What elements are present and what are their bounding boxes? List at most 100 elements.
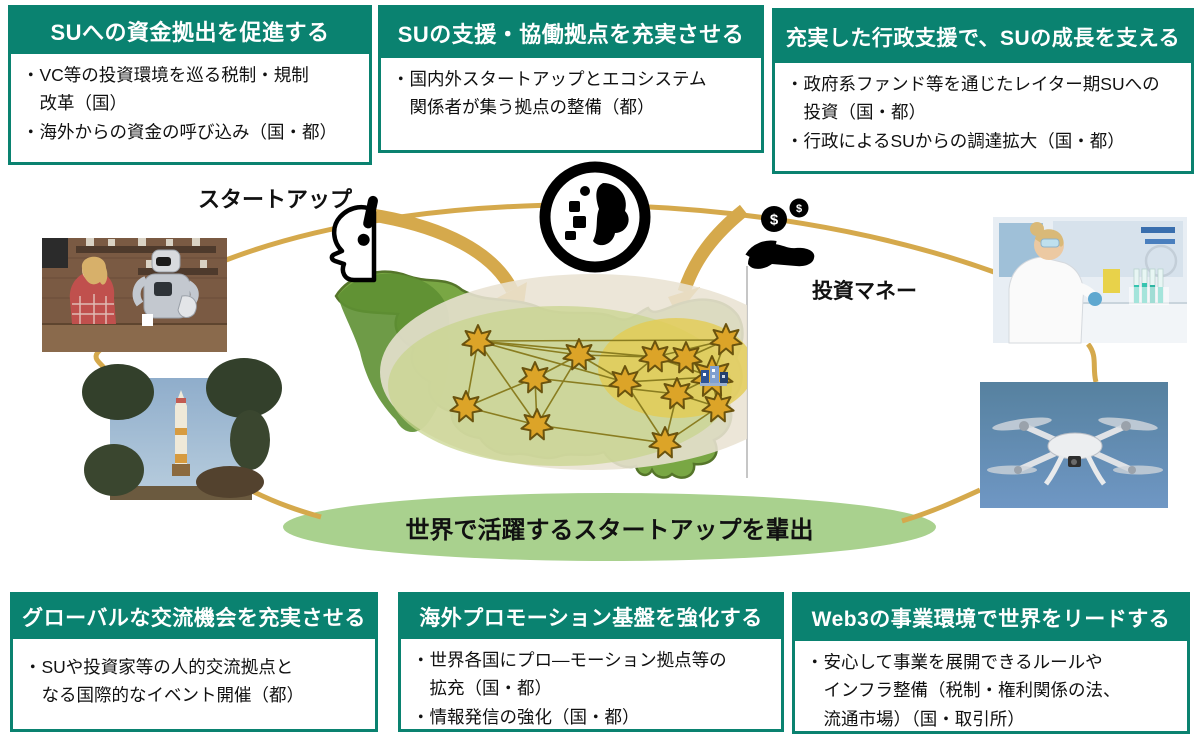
network-link	[624, 381, 666, 444]
box-funding-line: 改革（国）	[22, 93, 127, 114]
network-link	[465, 406, 538, 426]
ecosystem-star	[562, 338, 596, 371]
photo-lab-researcher	[993, 217, 1187, 344]
test-tubes	[1129, 268, 1169, 305]
network-link	[578, 354, 656, 358]
rocket	[172, 390, 190, 476]
globe-icon	[539, 161, 651, 273]
box-gov-support-line: ・政府系ファンド等を通じたレイター期SUへの	[786, 74, 1160, 94]
investment-label: 投資マネー	[812, 280, 917, 303]
ecosystem-halo-green	[388, 306, 732, 466]
network-link	[664, 406, 719, 444]
network-link	[534, 354, 580, 379]
network-link	[536, 354, 580, 426]
box-global-exchange-title: グローバルな交流機会を充実させる	[13, 595, 375, 639]
network-link	[685, 357, 713, 378]
box-overseas-promotion-line: ・情報発信の強化（国・都）	[412, 706, 640, 727]
ecosystem-star	[449, 390, 483, 423]
region-map	[334, 270, 747, 479]
flow-arrow-left	[365, 207, 527, 312]
connector-lab-drone	[1085, 342, 1099, 383]
box-overseas-promotion-line: 拡充（国・都）	[412, 678, 552, 699]
robot-figure	[132, 249, 199, 326]
ecosystem-network	[449, 323, 743, 459]
ecosystem-star	[608, 365, 642, 398]
map-west-highlands	[338, 273, 450, 432]
photo-rocket-launch	[82, 358, 282, 500]
network-link	[465, 377, 536, 408]
outcome-ellipse: 世界で活躍するスタートアップを輩出	[283, 493, 936, 561]
box-web3-line: インフラ整備（税制・権利関係の法、	[806, 680, 1121, 701]
box-gov-support-title: 充実した行政支援で、SUの成長を支える	[775, 11, 1191, 63]
box-support-hubs-line: ・国内外スタートアップとエコシステム	[392, 69, 707, 89]
ecosystem-star	[660, 377, 694, 410]
hub-star	[690, 355, 734, 397]
outcome-label: 世界で活躍するスタートアップを輩出	[405, 516, 814, 544]
city-buildings-icon	[700, 366, 728, 386]
ecosystem-star	[461, 324, 495, 357]
hand-coins-icon: $ $	[745, 198, 815, 269]
ecosystem-star	[520, 408, 554, 441]
network-link	[477, 340, 626, 383]
box-funding-title: SUへの資金拠出を促進する	[11, 8, 369, 54]
network-link	[536, 424, 666, 444]
map-landmass	[334, 270, 744, 479]
box-global-exchange: グローバルな交流機会を充実させる ・SUや投資家等の人的交流拠点と なる国際的な…	[10, 592, 378, 732]
box-overseas-promotion-title: 海外プロモーション基盤を強化する	[401, 595, 781, 639]
ecosystem-star	[518, 361, 552, 394]
box-web3-line: ・安心して事業を展開できるルールや	[806, 652, 1103, 672]
network-link	[477, 339, 727, 342]
drone	[987, 417, 1163, 486]
box-overseas-promotion: 海外プロモーション基盤を強化する ・世界各国にプロ―モーション拠点等の 拡充（国…	[398, 592, 784, 732]
network-link	[624, 356, 656, 383]
connector-robot-rocket	[93, 348, 110, 382]
scientist	[1008, 222, 1102, 344]
box-support-hubs-title: SUの支援・協働拠点を充実させる	[381, 8, 761, 58]
flow-arrow-right	[668, 204, 749, 315]
network-link	[578, 354, 626, 383]
box-web3: Web3の事業環境で世界をリードする ・安心して事業を展開できるルールや インフ…	[792, 592, 1190, 734]
photo-robot-kitchen	[42, 238, 227, 352]
svg-text:$: $	[770, 212, 779, 229]
network-link	[477, 340, 656, 358]
box-global-exchange-line: なる国際的なイベント開催（都）	[24, 685, 304, 706]
box-support-hubs-line: 関係者が集う拠点の整備（都）	[392, 97, 655, 118]
network-link	[711, 376, 719, 408]
network-link	[654, 339, 727, 358]
network-link	[534, 377, 538, 426]
ecosystem-star	[701, 390, 735, 423]
flow-curve-top	[225, 202, 995, 275]
network-link	[685, 339, 727, 359]
network-link	[676, 393, 719, 408]
box-web3-title: Web3の事業環境で世界をリードする	[795, 595, 1187, 641]
box-global-exchange-line: ・SUや投資家等の人的交流拠点と	[24, 657, 294, 677]
network-link	[477, 340, 580, 356]
box-funding: SUへの資金拠出を促進する ・VC等の投資環境を巡る税制・規制 改革（国） ・海…	[8, 5, 372, 165]
box-gov-support-line: ・行政によるSUからの調達拡大（国・都）	[786, 130, 1125, 151]
ecosystem-star	[709, 323, 743, 356]
network-link	[664, 393, 678, 444]
box-support-hubs: SUの支援・協働拠点を充実させる ・国内外スタートアップとエコシステム 関係者が…	[378, 5, 764, 153]
photo-flying-drone	[980, 382, 1168, 508]
ecosystem-halo-beige	[380, 274, 747, 470]
svg-text:$: $	[796, 203, 802, 215]
network-link	[465, 340, 479, 408]
box-gov-support: 充実した行政支援で、SUの成長を支える ・政府系ファンド等を通じたレイター期SU…	[772, 8, 1194, 174]
ecosystem-halo-yellow	[598, 318, 747, 418]
network-link	[676, 376, 713, 395]
box-funding-line: ・VC等の投資環境を巡る税制・規制	[22, 65, 309, 85]
box-web3-line: 流通市場）（国・取引所）	[806, 708, 1025, 729]
network-link	[654, 356, 713, 378]
box-overseas-promotion-line: ・世界各国にプロ―モーション拠点等の	[412, 650, 727, 670]
network-link	[534, 377, 678, 395]
arrowhead-left	[497, 282, 527, 312]
ecosystem-star	[669, 341, 703, 374]
network-link	[711, 339, 727, 378]
network-link	[624, 376, 713, 383]
ecosystem-star	[648, 426, 682, 459]
box-funding-line: ・海外からの資金の呼び込み（国・都）	[22, 121, 337, 142]
network-link	[477, 340, 538, 426]
startup-label: スタートアップ	[198, 187, 353, 212]
box-gov-support-line: 投資（国・都）	[786, 102, 926, 123]
